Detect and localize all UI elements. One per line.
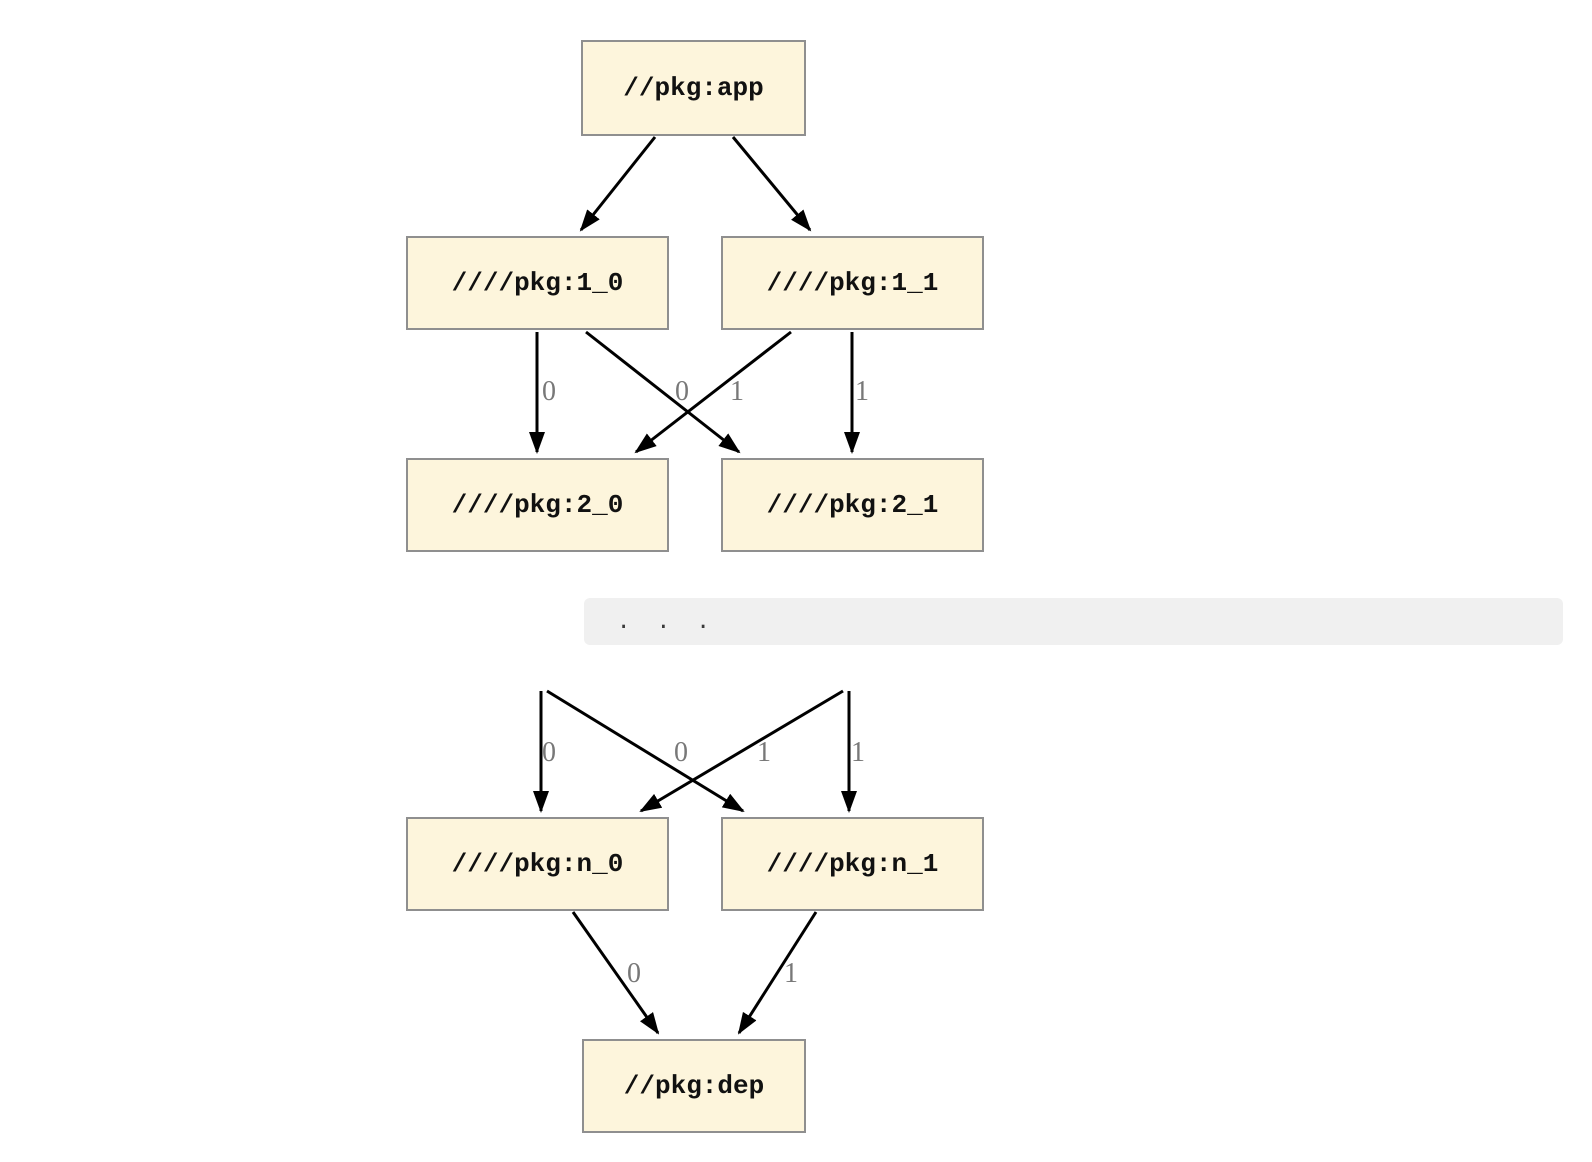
edge-label: 1: [757, 737, 771, 768]
node-pkg-dep: //pkg:dep: [582, 1039, 806, 1133]
edge-label: 0: [675, 376, 689, 407]
edge-label: 1: [855, 376, 869, 407]
edge-label: 1: [730, 376, 744, 407]
edge-label: 0: [627, 958, 641, 989]
node-pkg-1_0: ////pkg:1_0: [406, 236, 669, 330]
edge-1_1-2_0: [634, 330, 792, 454]
ellipsis-text: . . .: [617, 609, 710, 634]
node-pkg-n_1: ////pkg:n_1: [721, 817, 984, 911]
node-pkg-2_0: ////pkg:2_0: [406, 458, 669, 552]
node-pkg-app: //pkg:app: [581, 40, 806, 136]
edge-n_0-dep: [571, 911, 660, 1035]
edge-label: 1: [784, 958, 798, 989]
edge-hidden-n_1-diagonal: [546, 689, 745, 813]
edge-1_0-2_1: [585, 330, 741, 454]
edge-hidden-n_0-diagonal: [639, 689, 844, 813]
collapsed-layers-band: . . .: [584, 598, 1563, 645]
node-pkg-2_1: ////pkg:2_1: [721, 458, 984, 552]
edge-label: 1: [851, 737, 865, 768]
node-pkg-n_0: ////pkg:n_0: [406, 817, 669, 911]
edge-n_1-dep: [737, 911, 818, 1035]
node-pkg-1_1: ////pkg:1_1: [721, 236, 984, 330]
edge-label: 0: [674, 737, 688, 768]
edge-label: 0: [542, 376, 556, 407]
edge-label: 0: [542, 737, 556, 768]
edge-app-1_0: [579, 136, 657, 232]
edge-app-1_1: [731, 136, 812, 232]
